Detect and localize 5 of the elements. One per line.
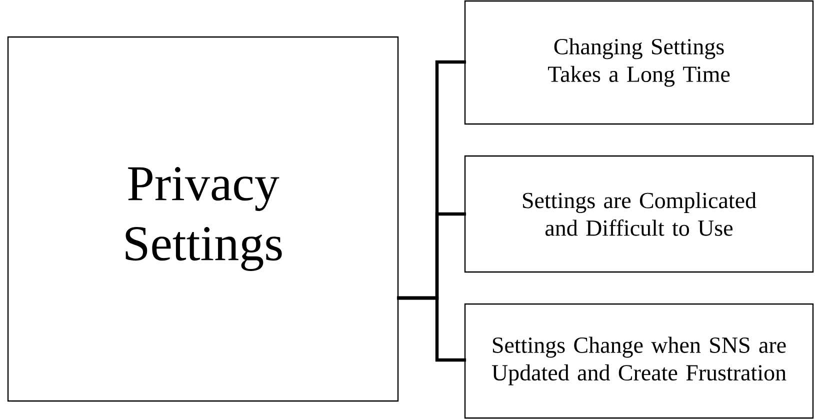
issue-box: Settings are Complicated and Difficult to Use xyxy=(464,155,814,273)
topic-box: Privacy Settings xyxy=(7,36,399,402)
connector-line xyxy=(397,296,466,362)
issue-box: Changing Settings Takes a Long Time xyxy=(464,0,814,125)
issue-box: Settings Change when SNS are Updated and Create Frustration xyxy=(464,303,814,419)
